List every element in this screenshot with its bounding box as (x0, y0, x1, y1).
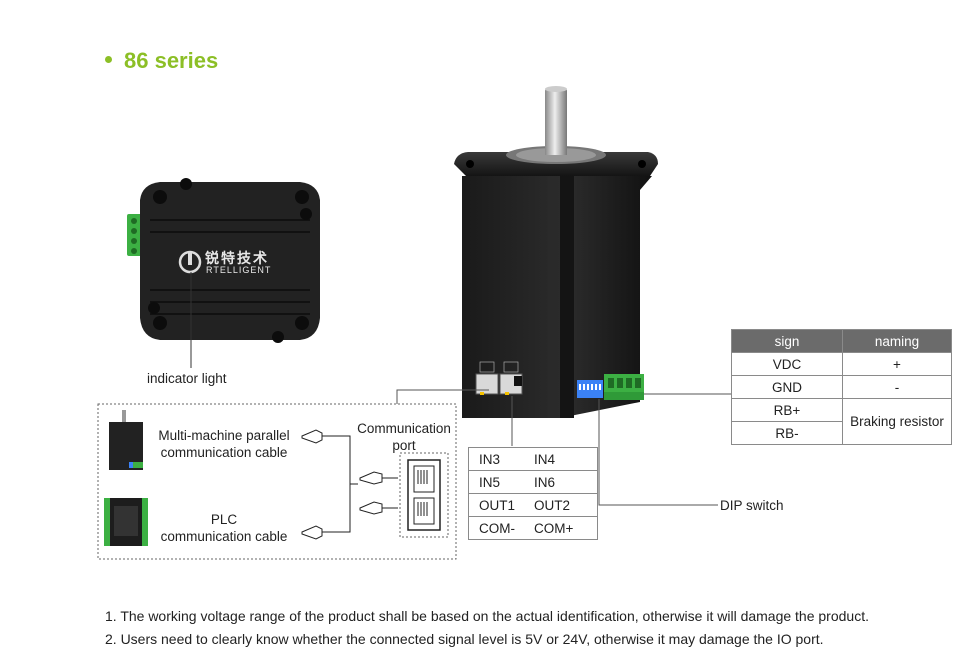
io-cell: IN5 (468, 470, 534, 494)
cell-sign: VDC (731, 352, 843, 376)
note-item: 1. The working voltage range of the prod… (105, 608, 869, 624)
dual-rj45-icon (407, 459, 441, 531)
table-row: RB+ Braking resistor (731, 398, 952, 445)
sign-table-header: sign naming (731, 329, 952, 353)
cable-plug-icon (301, 429, 336, 444)
integrated-motor (454, 86, 658, 418)
indicator-light-label: indicator light (147, 371, 227, 386)
port-leader-line (396, 389, 489, 404)
io-cell: IN3 (468, 447, 534, 471)
table-row: RB- (731, 421, 952, 445)
port-dotted-box (399, 452, 449, 538)
page-title: 86 series (105, 48, 218, 74)
driver-body (140, 182, 320, 340)
io-cell: OUT1 (468, 493, 534, 517)
cell-sign: GND (731, 375, 843, 399)
rj45-port-1 (475, 373, 499, 395)
multi-machine-label: Multi-machine parallel communication cab… (158, 428, 290, 460)
table-row: IN5 IN6 (468, 470, 598, 494)
io-cell: OUT2 (534, 493, 598, 517)
cell-sign: RB- (731, 421, 843, 445)
plc-label: PLC communication cable (160, 512, 288, 544)
comm-port-label: Communication port (357, 421, 451, 453)
sign-table: sign naming VDC + GND - RB+ Braking resi… (731, 329, 952, 445)
motor-thumbnail (109, 410, 143, 470)
io-cell: COM- (468, 516, 534, 540)
communication-group-box (97, 403, 457, 560)
header-naming: naming (842, 329, 952, 353)
table-row: IN3 IN4 (468, 447, 598, 471)
io-table: IN3 IN4 IN5 IN6 OUT1 OUT2 COM- COM+ (468, 447, 598, 540)
logo-icon (178, 250, 202, 274)
plc-thumbnail (104, 498, 148, 546)
cable-plug-icon (301, 525, 336, 540)
title-text: 86 series (124, 48, 219, 73)
dip-switch-label: DIP switch (720, 498, 784, 513)
notes: 1. The working voltage range of the prod… (105, 605, 869, 651)
table-row: GND - (731, 375, 952, 399)
cell-naming: Braking resistor (842, 398, 952, 445)
io-cell: IN6 (534, 470, 598, 494)
cell-naming: - (842, 375, 952, 399)
driver-top-view (127, 178, 320, 343)
cell-naming: + (842, 352, 952, 376)
cable-plug-icon (359, 501, 398, 515)
cable-plug-icon (359, 471, 398, 485)
header-sign: sign (731, 329, 843, 353)
motor-body (462, 176, 652, 418)
logo-brand-en: RTELLIGENT (206, 265, 272, 275)
logo-brand-cn: 锐特技术 (205, 250, 269, 266)
dip-leader-line (598, 399, 718, 506)
table-row: VDC + (731, 352, 952, 376)
table-row: OUT1 OUT2 (468, 493, 598, 517)
io-cell: COM+ (534, 516, 598, 540)
cell-sign: RB+ (731, 398, 843, 422)
io-cell: IN4 (534, 447, 598, 471)
table-row: COM- COM+ (468, 516, 598, 540)
bullet-icon (105, 55, 112, 63)
